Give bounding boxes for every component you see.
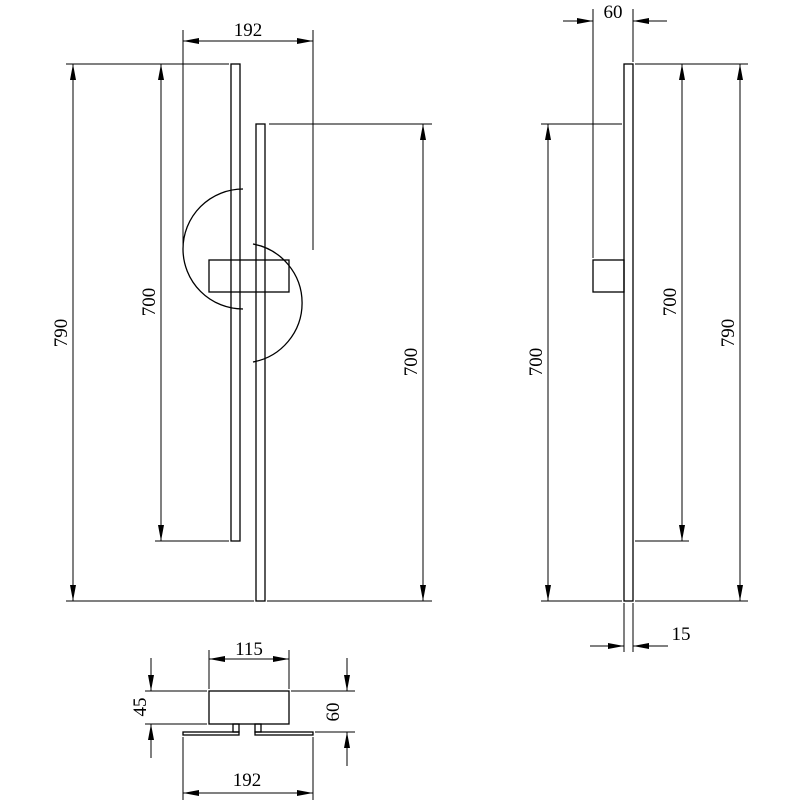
top-height-right-label: 60	[323, 703, 344, 722]
side-thickness-label: 15	[672, 624, 691, 645]
front-height-outer-label: 790	[51, 319, 72, 348]
top-bar-left	[182, 731, 240, 736]
front-height-inner-label: 700	[139, 288, 160, 317]
front-left-bar	[230, 63, 241, 542]
top-height-left-label: 45	[130, 698, 151, 717]
top-view: 115 45 60 192	[130, 639, 355, 800]
front-mount-box	[208, 259, 290, 293]
top-width-label: 115	[235, 639, 263, 660]
front-left-half-disc	[182, 188, 244, 310]
front-width-label: 192	[234, 20, 263, 41]
front-height-right-label: 700	[401, 348, 422, 377]
side-depth-label: 60	[604, 2, 623, 23]
top-bar-right	[254, 731, 314, 736]
side-view: 60 700 700 790 15	[526, 2, 748, 652]
front-right-half-disc	[252, 243, 303, 363]
side-mount-box	[592, 259, 625, 293]
side-plate	[623, 63, 634, 602]
top-width-bottom-label: 192	[233, 770, 262, 791]
top-stem-right	[254, 723, 262, 733]
side-height-inner-label: 700	[660, 288, 681, 317]
top-mount-box	[208, 690, 290, 725]
top-stem-left	[232, 723, 240, 733]
front-view: 192 790 700 700	[51, 20, 432, 602]
side-height-left-label: 700	[526, 348, 547, 377]
side-height-outer-label: 790	[718, 319, 739, 348]
front-right-bar	[255, 123, 266, 602]
